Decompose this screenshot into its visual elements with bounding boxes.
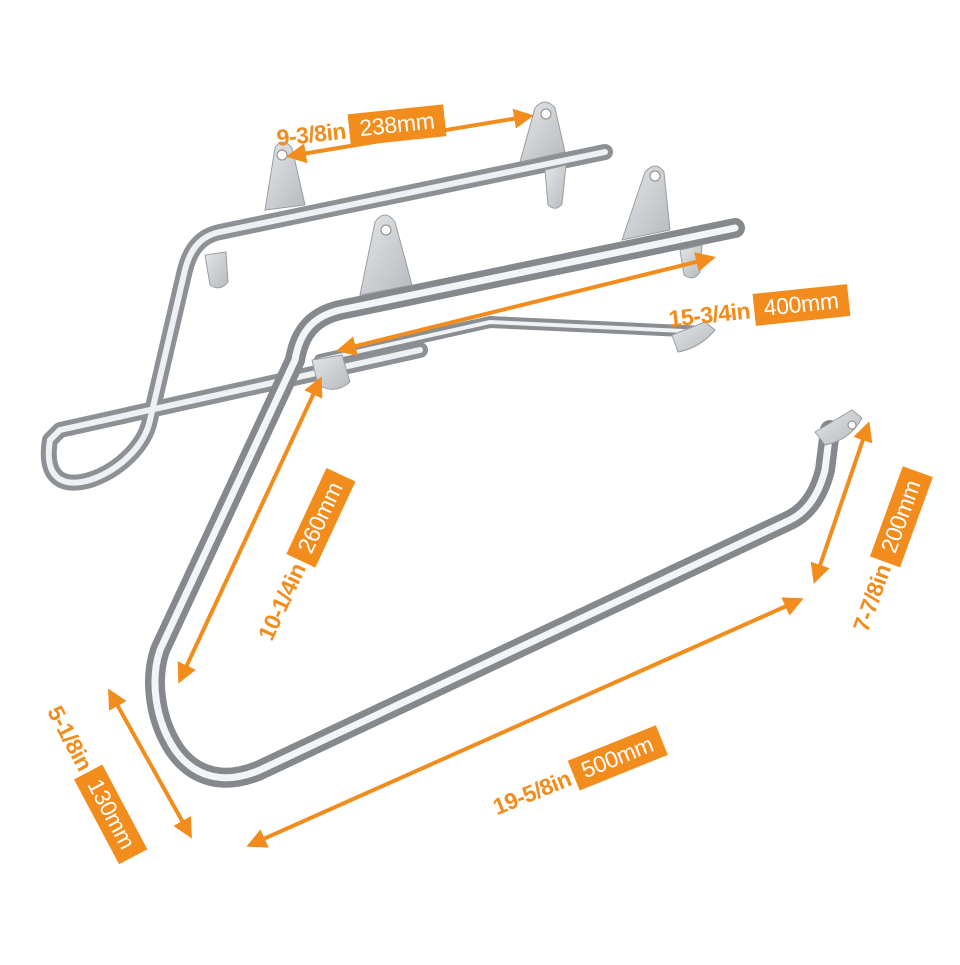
front-bracket [145, 165, 863, 788]
arrow-130mm [108, 688, 192, 839]
arrow-200mm [810, 421, 873, 584]
rear-bracket [40, 101, 613, 491]
inch-value: 9-3/8in [275, 117, 347, 151]
dimension-arrows [108, 108, 873, 848]
arrow-400mm [336, 252, 716, 356]
arrow-500mm [246, 597, 804, 848]
arrow-260mm [177, 376, 323, 684]
inch-value: 15-3/4in [667, 296, 752, 332]
